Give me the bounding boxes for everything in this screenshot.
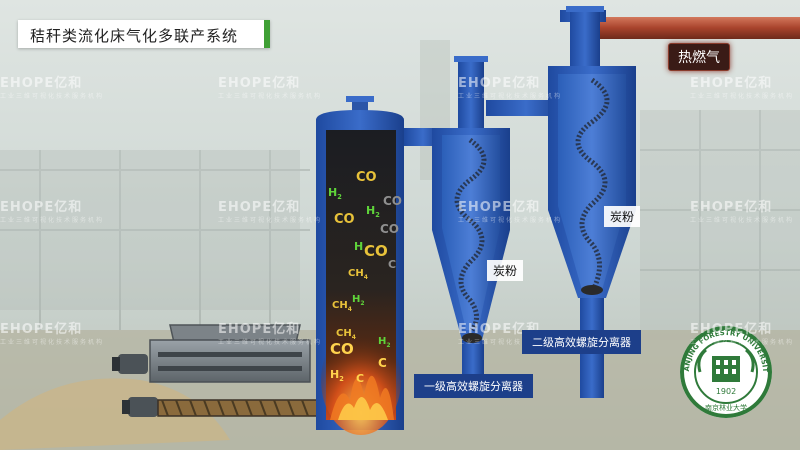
- primary-separator-label: 一级高效螺旋分离器: [414, 374, 533, 398]
- gas-co: CO: [380, 222, 400, 236]
- char-powder-label-secondary: 炭粉: [604, 206, 641, 227]
- gas-co: CO: [356, 170, 377, 185]
- watermark: EHOPE亿和工业三维可视化技术服务机构: [218, 322, 323, 346]
- gas-ch4: CH4: [336, 328, 356, 341]
- secondary-cyclone-separator: [548, 6, 636, 398]
- secondary-separator-label: 二级高效螺旋分离器: [522, 330, 641, 354]
- gas-co: C: [378, 356, 387, 370]
- hopper-icon: [149, 324, 311, 383]
- watermark: EHOPE亿和工业三维可视化技术服务机构: [458, 76, 563, 100]
- gas-ch4: CH4: [348, 268, 368, 281]
- gas-co: CO: [383, 194, 403, 208]
- gas-ch4: CH4: [332, 300, 352, 313]
- seal-year: 1902: [716, 387, 736, 396]
- watermark: EHOPE亿和工业三维可视化技术服务机构: [690, 200, 795, 224]
- screw-feeder-icon: [157, 399, 319, 417]
- gas-co: C: [356, 372, 365, 385]
- hot-gas-label: 热燃气: [668, 43, 730, 71]
- gas-h2: H: [354, 240, 364, 253]
- gas-h2: H2: [330, 368, 344, 384]
- gas-co: CO: [364, 242, 388, 260]
- page-title: 秸秆类流化床气化多联产系统: [30, 27, 239, 45]
- title-banner: 秸秆类流化床气化多联产系统: [18, 20, 270, 48]
- watermark: EHOPE亿和工业三维可视化技术服务机构: [0, 200, 105, 224]
- gas-h2: H2: [352, 294, 365, 307]
- watermark: EHOPE亿和工业三维可视化技术服务机构: [690, 76, 795, 100]
- watermark: EHOPE亿和工业三维可视化技术服务机构: [690, 322, 795, 346]
- watermark: EHOPE亿和工业三维可视化技术服务机构: [0, 76, 105, 100]
- watermark: EHOPE亿和工业三维可视化技术服务机构: [218, 76, 323, 100]
- watermark: EHOPE亿和工业三维可视化技术服务机构: [0, 322, 105, 346]
- biomass-pile: [0, 378, 230, 450]
- gas-h2: H2: [378, 336, 391, 349]
- gas-co: CO: [334, 212, 355, 227]
- char-powder-label-primary: 炭粉: [487, 260, 524, 281]
- gas-h2: H2: [328, 186, 342, 202]
- watermark: EHOPE亿和工业三维可视化技术服务机构: [458, 200, 563, 224]
- gas-h2: H2: [366, 204, 380, 220]
- motor-icon: [112, 354, 158, 417]
- gas-co: CO: [330, 340, 354, 358]
- fluidized-bed-reactor-icon: [316, 96, 442, 435]
- cyclone-separator-icon: [432, 56, 566, 380]
- seal-chinese-text: 南京林业大学: [705, 403, 747, 412]
- gas-co: C: [388, 258, 397, 271]
- watermark: EHOPE亿和工业三维可视化技术服务机构: [218, 200, 323, 224]
- watermark: EHOPE亿和工业三维可视化技术服务机构: [458, 322, 563, 346]
- university-seal-icon: 1902 NANJING FORESTRY UNIVERSITY 南京林业大学: [680, 326, 772, 418]
